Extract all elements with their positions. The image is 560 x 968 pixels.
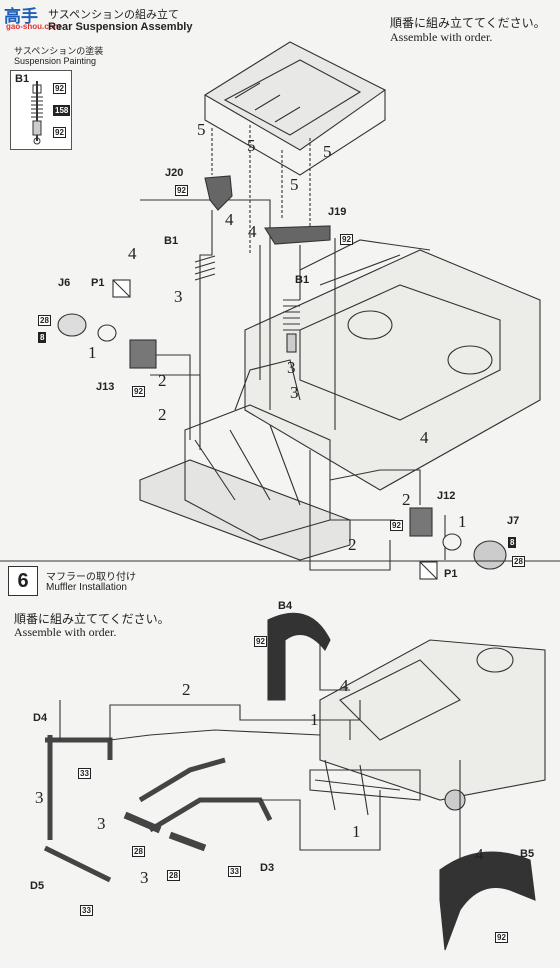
watermark: gao-shou.com [6, 22, 61, 31]
part-j20: J20 [165, 167, 184, 179]
code-muffler-a: 28 [132, 846, 145, 857]
step-5a: 5 [197, 120, 206, 139]
step-1a: 1 [88, 343, 97, 362]
paint-code-2: 158 [53, 105, 71, 116]
part-j6: J6 [58, 277, 71, 289]
step-3c: 3 [290, 383, 299, 402]
step-3b: 3 [287, 358, 296, 377]
step-4b: 4 [248, 222, 257, 241]
paint-box: B1 92 158 92 [10, 70, 72, 150]
muffler-step-1b: 1 [352, 822, 361, 841]
paint-code-3: 92 [53, 127, 66, 138]
part-b4: B4 [278, 600, 293, 612]
step-2c: 2 [402, 490, 411, 509]
muffler-title-jp: マフラーの取り付け [46, 572, 136, 583]
part-j19: J19 [328, 206, 347, 218]
part-b1-left: B1 [164, 235, 179, 247]
part-d4: D4 [33, 712, 48, 724]
muffler-step-2: 2 [182, 680, 191, 699]
part-b1-right: B1 [295, 274, 310, 286]
code-j6-a: 28 [38, 315, 51, 326]
code-d4: 33 [78, 768, 91, 779]
part-j12: J12 [437, 490, 456, 502]
part-j7: J7 [507, 515, 520, 527]
paint-part: B1 [15, 73, 30, 85]
order-note-en: Assemble with order. [390, 30, 493, 44]
code-b5: 92 [495, 932, 508, 943]
muffler-step-3a: 3 [35, 788, 44, 807]
step-2d: 2 [348, 535, 357, 554]
muffler-order-jp: 順番に組み立ててください。 [14, 612, 170, 626]
code-j12: 92 [390, 520, 403, 531]
part-d3: D3 [260, 862, 275, 874]
muffler-step-3b: 3 [97, 814, 106, 833]
code-j13: 92 [132, 386, 145, 397]
step-2b: 2 [158, 405, 167, 424]
muffler-step-3c: 3 [140, 868, 149, 887]
step-2a: 2 [158, 371, 167, 390]
step-4c: 4 [128, 244, 137, 263]
part-p1-right: P1 [444, 568, 458, 580]
code-j19: 92 [340, 234, 353, 245]
muffler-step-4b: 4 [475, 845, 484, 864]
paint-title-en: Suspension Painting [14, 56, 97, 66]
part-b5: B5 [520, 848, 535, 860]
muffler-title-en: Muffler Installation [46, 582, 127, 593]
paint-title-jp: サスペンションの塗装 [14, 47, 104, 57]
part-j13: J13 [96, 381, 115, 393]
code-d5: 33 [80, 905, 93, 916]
step-1b: 1 [458, 512, 467, 531]
code-d3: 33 [228, 866, 241, 877]
muffler-step-4a: 4 [340, 676, 349, 695]
site-logo: 高手 [4, 2, 38, 27]
code-j20: 92 [175, 185, 188, 196]
code-j7-b: 28 [512, 556, 525, 567]
paint-code-1: 92 [53, 83, 66, 94]
part-p1-left: P1 [91, 277, 105, 289]
logo-text: 高手 [4, 7, 38, 27]
step-5b: 5 [247, 136, 256, 155]
code-j6-b: 8 [38, 332, 47, 343]
code-j7-a: 8 [508, 537, 517, 548]
part-d5: D5 [30, 880, 45, 892]
section-title-jp: サスペンションの組み立て [48, 8, 180, 21]
code-b4: 92 [254, 636, 267, 647]
step-4a: 4 [225, 210, 234, 229]
order-note-jp: 順番に組み立ててください。 [390, 16, 546, 30]
shock-absorber-icon [31, 81, 43, 145]
step-3a: 3 [174, 287, 183, 306]
step-4d: 4 [420, 428, 429, 447]
muffler-step-1a: 1 [310, 710, 319, 729]
code-muffler-b: 28 [167, 870, 180, 881]
step-number-6: 6 [8, 566, 38, 596]
step-5d: 5 [290, 175, 299, 194]
section-title-en: Rear Suspension Assembly [48, 21, 193, 33]
step-5c: 5 [323, 142, 332, 161]
muffler-order-en: Assemble with order. [14, 625, 117, 639]
